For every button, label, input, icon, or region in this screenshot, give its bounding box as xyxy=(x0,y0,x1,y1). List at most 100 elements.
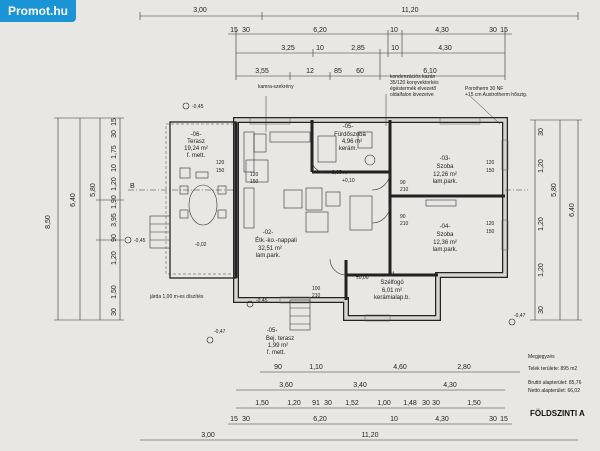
dim-label: 30 xyxy=(432,400,440,407)
dim-label: 3,00 xyxy=(193,7,207,14)
dim-label: 6,40 xyxy=(70,193,77,207)
dim-label: 6,40 xyxy=(569,203,576,217)
dim-label: 15 xyxy=(111,118,118,126)
dim-label: 6,20 xyxy=(313,27,327,34)
bottom-dim-row3: 1,50 1,20 91 30 1,52 1,00 1,48 30 30 1,5… xyxy=(255,400,481,407)
dim-label: 90 xyxy=(274,364,282,371)
dim-label: 1,00 xyxy=(377,400,391,407)
dim-label: 10 xyxy=(390,416,398,423)
dim-label: 10 xyxy=(391,45,399,52)
dim-label: 3,40 xyxy=(353,382,367,389)
level-label: -0,02 xyxy=(195,242,207,248)
room-area: 4,96 m² xyxy=(342,139,362,145)
room-floor: lam.park. xyxy=(433,247,458,253)
annotation: Porotherm 30 NF xyxy=(465,86,503,92)
level-label: -0,45 xyxy=(256,298,268,304)
dim-label: 1,75 xyxy=(111,145,118,159)
dim-label: 4,30 xyxy=(438,45,452,52)
bottom-dimension-lines xyxy=(140,371,578,441)
room-name: Fürdőszoba xyxy=(334,132,366,138)
room-furdoszoba: -05- Fürdőszoba 4,96 m² kerám. xyxy=(334,124,366,152)
dim-label: 5,80 xyxy=(551,183,558,197)
room-number: -05- xyxy=(343,124,354,130)
room-szelfogo: -01- Szélfogó 6,01 m² kerámialap.b. xyxy=(374,272,410,301)
opening-tag: 150 xyxy=(486,168,495,174)
dim-label: 15 xyxy=(230,416,238,423)
dim-label: 60 xyxy=(356,68,364,75)
bottom-dim-row2: 3,60 3,40 4,30 xyxy=(279,382,457,389)
dim-label: 30 xyxy=(422,400,430,407)
opening-tag: 120 xyxy=(250,172,259,178)
stairs xyxy=(149,215,311,331)
dim-label: 4,30 xyxy=(435,27,449,34)
annotation: kondenzációs kazán xyxy=(390,74,436,80)
legend-heading: Megjegyzés xyxy=(528,354,555,360)
dim-label: 2,85 xyxy=(351,45,365,52)
dim-label: 2,80 xyxy=(457,364,471,371)
annotation: kamra-szekrény xyxy=(258,84,294,90)
dim-label: 10 xyxy=(316,45,324,52)
left-dimension-lines xyxy=(54,117,124,321)
opening-tag: 90 xyxy=(400,214,406,220)
room-number: -03- xyxy=(440,156,451,162)
dim-label: 1,10 xyxy=(309,364,323,371)
dim-label: 6,10 xyxy=(423,68,437,75)
callout-lines xyxy=(265,94,501,132)
room-area: 32,51 m² xyxy=(258,246,282,252)
opening-tag: 100 xyxy=(312,286,321,292)
dim-label: 3,95 xyxy=(111,213,118,227)
annotation: +15 cm Austrotherm hőszig. xyxy=(465,92,527,98)
bottom-dim-row5: 3,00 11,20 xyxy=(201,432,378,439)
dim-label: 5,80 xyxy=(90,183,97,197)
dim-label: 4,30 xyxy=(435,416,449,423)
room-area: 1,99 m² xyxy=(268,343,288,349)
dim-label: 12 xyxy=(306,68,314,75)
opening-tag: 210 xyxy=(312,293,321,299)
level-label: -0,47 xyxy=(514,313,526,319)
annotation: égéstermék elvezető xyxy=(390,86,436,92)
level-label: -0,45 xyxy=(192,104,204,110)
opening-tags: 120 150 120 150 120 150 90 210 90 210 10… xyxy=(216,160,495,299)
dim-label: 30 xyxy=(489,27,497,34)
dim-label: 1,50 xyxy=(255,400,269,407)
dim-label: 3,00 xyxy=(201,432,215,439)
room-floor: lam.park. xyxy=(256,253,281,259)
top-dim-row3: 3,25 10 2,85 10 4,30 xyxy=(281,45,452,52)
opening-tag: 120 xyxy=(486,160,495,166)
dim-label: 1,20 xyxy=(538,263,545,277)
bottom-dim-row1: 90 1,10 4,60 2,80 xyxy=(274,364,471,371)
room-floor: kerám. xyxy=(339,146,358,152)
dim-label: 1,20 xyxy=(538,217,545,231)
level-label: -0,47 xyxy=(214,329,226,335)
room-area: 12,26 m² xyxy=(433,172,457,178)
site-watermark: Promot.hu xyxy=(0,0,76,22)
level-label: ±0,00 xyxy=(356,275,369,281)
room-name: Étk.-ko.-nappali xyxy=(255,237,297,244)
dim-label: 3,55 xyxy=(255,68,269,75)
dim-label: 1,50 xyxy=(111,285,118,299)
dim-label: 15 xyxy=(500,27,508,34)
room-bej-terasz: -05- Bej. terasz 1,99 m² f. mett. xyxy=(266,328,294,356)
room-name: Bej. terasz xyxy=(266,336,294,342)
room-terasz: -06- Terasz 19,24 m² f. mett. xyxy=(184,132,208,159)
legend-line: Telek területe: 895 m2 xyxy=(528,366,577,372)
opening-tag: 90 xyxy=(400,180,406,186)
opening-tag: 210 xyxy=(400,187,409,193)
room-szoba-03: -03- Szoba 12,26 m² lam.park. xyxy=(433,156,458,185)
legend-line: Nettó alapterület: 66,02 xyxy=(528,388,580,394)
dim-label: 1,20 xyxy=(111,177,118,191)
room-number: -02- xyxy=(263,230,274,236)
opening-tag: 120 xyxy=(216,160,225,166)
sheet-title: FÖLDSZINTI A xyxy=(530,409,585,418)
dim-label: 30 xyxy=(324,400,332,407)
bottom-dim-row4: 15 30 6,20 10 4,30 30 15 xyxy=(230,416,508,423)
top-dim-row4: 3,55 12 85 60 6,10 xyxy=(255,68,437,75)
room-area: 19,24 m² xyxy=(184,146,208,152)
dim-label: 4,60 xyxy=(393,364,407,371)
room-floor: lam.park. xyxy=(433,179,458,185)
opening-tag: 150 xyxy=(250,179,259,185)
annotation: +0,10 xyxy=(342,178,355,184)
